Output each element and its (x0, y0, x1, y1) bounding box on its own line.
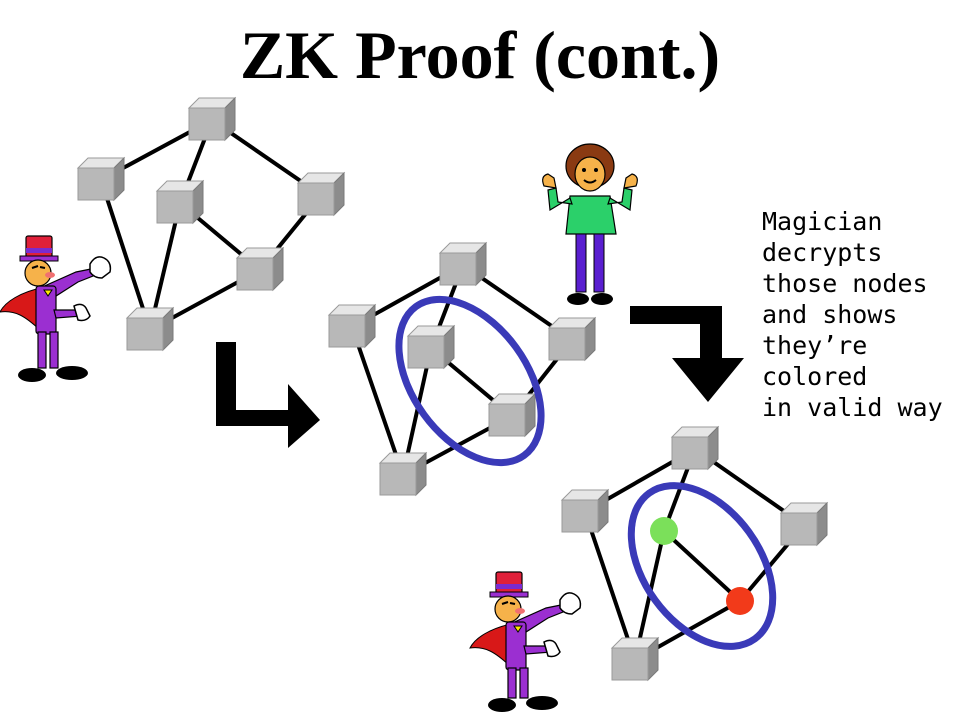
verifier-figure (542, 143, 638, 305)
graph-node (548, 317, 596, 361)
graph-node (156, 180, 204, 224)
graph-node (407, 325, 455, 369)
caption-line: colored (762, 362, 868, 391)
caption-line: they’re (762, 331, 868, 360)
caption-text: Magician decrypts those nodes and shows … (762, 206, 952, 423)
flow-arrow-right-down (630, 306, 744, 402)
graph-1 (77, 97, 345, 351)
revealed-node-green (650, 517, 678, 545)
graph-edge (99, 179, 152, 331)
graph-edge (350, 326, 405, 476)
caption-line: decrypts (762, 238, 883, 267)
selection-ring (627, 482, 777, 650)
graph-node (188, 97, 236, 141)
graph-3-edges (583, 447, 806, 662)
revealed-node-red (726, 587, 754, 615)
graph-node (379, 452, 427, 496)
graph-3 (561, 426, 828, 681)
graph-2 (328, 242, 596, 496)
caption-line: those nodes (762, 269, 928, 298)
caption-line: in valid way (762, 393, 943, 422)
selection-ring (395, 295, 545, 467)
graph-node (236, 247, 284, 291)
caption-line: and shows (762, 300, 898, 329)
graph-node (328, 304, 376, 348)
graph-1-edges (99, 118, 323, 332)
slide-title: ZK Proof (cont.) (239, 17, 721, 93)
graph-node (77, 157, 125, 201)
graph-edge (662, 529, 742, 603)
graph-node (297, 172, 345, 216)
graph-node (439, 242, 487, 286)
graph-edge (583, 511, 637, 661)
graph-node (488, 393, 536, 437)
flow-arrow-down-right (216, 342, 320, 448)
graph-node (780, 502, 828, 546)
graph-node (126, 307, 174, 351)
graph-node (561, 489, 609, 533)
caption-line: Magician (762, 207, 883, 236)
graph-node (671, 426, 719, 470)
magician-figure (469, 571, 582, 712)
graph-node (611, 637, 659, 681)
magician-figure (0, 235, 112, 382)
graph-2-edges (350, 263, 574, 477)
